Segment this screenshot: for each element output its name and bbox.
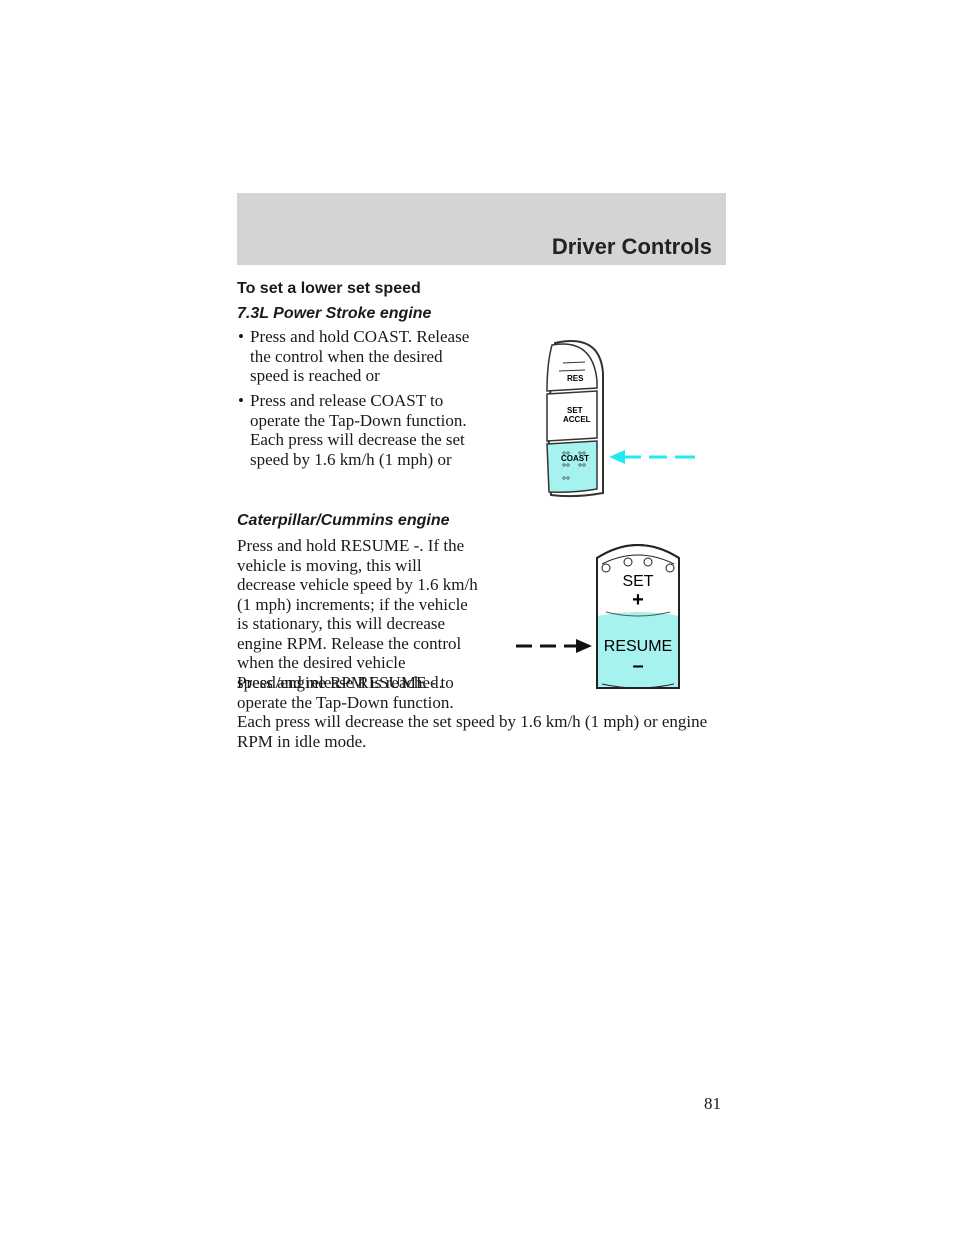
- arrow-icon: [609, 450, 695, 464]
- switch-ridge: [601, 683, 675, 689]
- header-title: Driver Controls: [551, 234, 712, 259]
- caterpillar-paragraph-2-text: Press and release RESUME - to operate th…: [237, 673, 708, 751]
- powerstroke-subtitle: 7.3L Power Stroke engine: [237, 305, 432, 322]
- set-accel-button: [546, 390, 598, 442]
- coast-switch-figure: RES SET ACCEL COAST: [546, 340, 695, 498]
- bullet-text: Press and hold COAST. Release the contro…: [250, 327, 470, 385]
- indicator-dots: [601, 557, 675, 573]
- section-title: To set a lower set speed: [237, 280, 421, 297]
- resume-button: [597, 612, 679, 688]
- switch-ridge: [601, 554, 675, 565]
- resume-switch-figure: SET + RESUME –: [516, 544, 680, 689]
- accel-label: ACCEL: [563, 415, 591, 424]
- resume-label: RESUME: [604, 638, 672, 655]
- bullet-text: Press and release COAST to operate the T…: [250, 391, 467, 469]
- switch-divider: [605, 611, 671, 617]
- res-label: RES: [567, 374, 584, 383]
- header-band: Driver Controls: [237, 193, 726, 265]
- res-line: [562, 361, 586, 364]
- plus-label: +: [632, 589, 644, 611]
- bullet-item-1: • Press and hold COAST. Release the cont…: [237, 327, 477, 386]
- switch-outline: [596, 544, 680, 689]
- minus-label: –: [632, 655, 643, 677]
- bullet-icon: •: [238, 327, 244, 346]
- caterpillar-paragraph-2: Press and release RESUME - to operate th…: [237, 673, 726, 751]
- caterpillar-subtitle: Caterpillar/Cummins engine: [237, 512, 450, 529]
- caterpillar-paragraph-1: Press and hold RESUME -. If the vehicle …: [237, 536, 478, 692]
- set-label: SET: [622, 573, 653, 590]
- bullet-item-2: • Press and release COAST to operate the…: [237, 391, 477, 469]
- dot-marks: [562, 451, 586, 480]
- arrow-icon: [516, 639, 592, 653]
- set-label: SET: [567, 406, 583, 415]
- res-button: [546, 343, 598, 392]
- coast-label: COAST: [561, 454, 589, 463]
- page-number: 81: [704, 1094, 721, 1113]
- res-line: [558, 369, 586, 372]
- coast-button: [546, 440, 598, 493]
- bullet-icon: •: [238, 391, 244, 410]
